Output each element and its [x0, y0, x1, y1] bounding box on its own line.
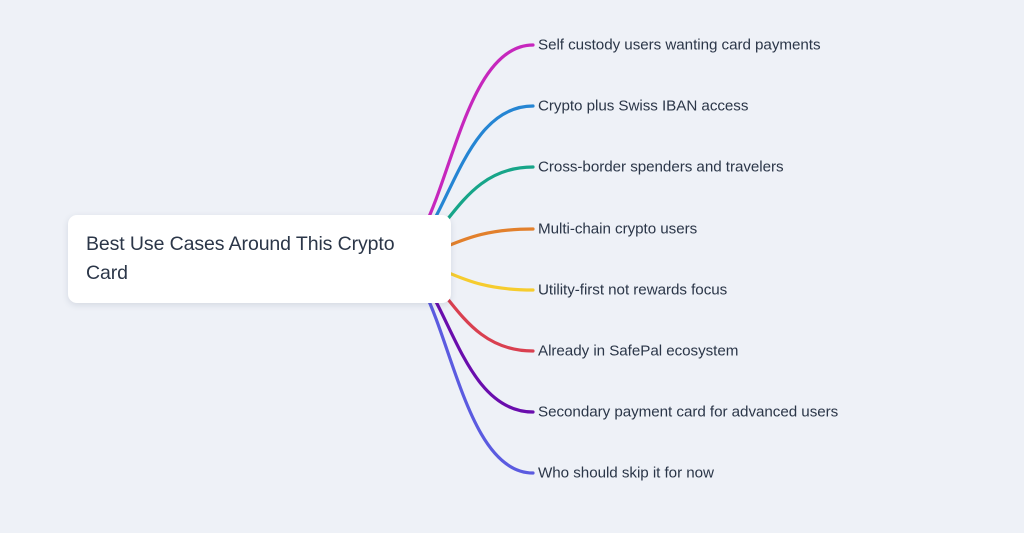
branch-label[interactable]: Utility-first not rewards focus	[538, 281, 728, 299]
central-node-title: Best Use Cases Around This Crypto Card	[86, 233, 395, 284]
branch-label[interactable]: Multi-chain crypto users	[538, 220, 698, 238]
branch-label[interactable]: Secondary payment card for advanced user…	[538, 403, 839, 421]
branch-label[interactable]: Cross-border spenders and travelers	[538, 158, 784, 176]
branch-label[interactable]: Crypto plus Swiss IBAN access	[538, 97, 749, 115]
branch-label[interactable]: Who should skip it for now	[538, 464, 714, 482]
central-node[interactable]: Best Use Cases Around This Crypto Card	[68, 215, 451, 303]
branch-label[interactable]: Already in SafePal ecosystem	[538, 342, 739, 360]
branch-label[interactable]: Self custody users wanting card payments	[538, 36, 821, 54]
